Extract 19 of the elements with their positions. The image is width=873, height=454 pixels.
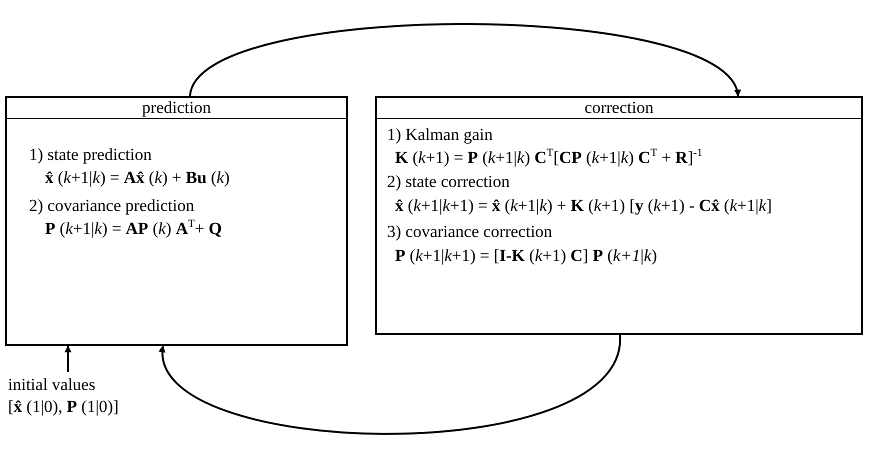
step-label: 2) state correction (387, 172, 510, 192)
formula: x̂ (k+1|k+1) = x̂ (k+1|k) + K (k+1) [y (k+1) - Cx̂ (k+1|k] (395, 196, 772, 216)
formula: x̂ (k+1|k) = Ax̂ (k) + Bu (k) (45, 168, 230, 188)
box-heading: prediction (7, 98, 346, 119)
arrow (64, 345, 72, 372)
process-box (375, 96, 863, 335)
formula: [x̂ (1|0), P (1|0)] (8, 397, 119, 417)
note-text: initial values (8, 375, 96, 395)
step-label: 1) Kalman gain (387, 125, 493, 145)
arrow (160, 334, 621, 435)
process-box (5, 96, 348, 346)
formula: K (k+1) = P (k+1|k) C$^{T}$[CP (k+1|k) C$^{T}$ + R]$^{-1}$ (395, 148, 702, 168)
arrow (189, 23, 739, 97)
box-heading: correction (377, 98, 861, 119)
step-label: 1) state prediction (29, 145, 152, 165)
step-label: 2) covariance prediction (29, 196, 194, 216)
step-label: 3) covariance correction (387, 222, 552, 242)
formula: P (k+1|k) = AP (k) A$^{T}$+ Q (45, 219, 222, 239)
formula: P (k+1|k+1) = [I-K (k+1) C] P (k+1|k) (395, 246, 658, 266)
